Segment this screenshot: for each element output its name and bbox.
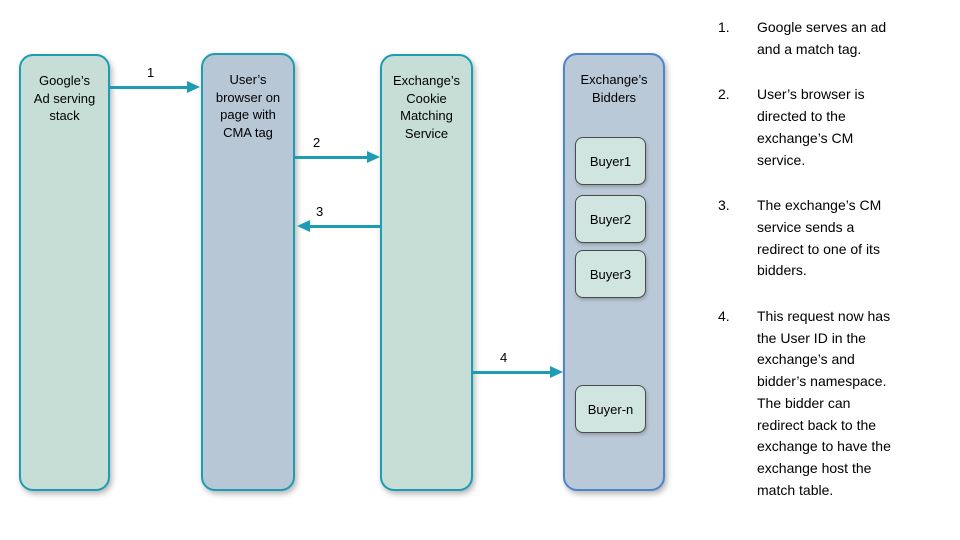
step-text: Google serves an ad and a match tag.: [757, 19, 887, 57]
flow-arrow-1: 1: [110, 65, 200, 93]
buyer-box-1: Buyer1: [575, 137, 646, 185]
step-item-2: 2. User’s browser is directed to the exc…: [718, 84, 956, 171]
flow-arrow-3: 3: [297, 204, 380, 232]
node-exchange-cm-service: Exchange’s Cookie Matching Service: [380, 54, 473, 491]
step-number: 4.: [718, 308, 730, 325]
node-user-browser: User’s browser on page with CMA tag: [201, 53, 295, 491]
buyer-box-n: Buyer-n: [575, 385, 646, 433]
arrowhead-right-icon: [550, 366, 563, 378]
arrow-label-3: 3: [316, 204, 324, 219]
step-number: 3.: [718, 197, 730, 214]
node-label: Google’s Ad serving stack: [33, 73, 96, 123]
node-label: Exchange’s Bidders: [580, 72, 648, 105]
node-label: Exchange’s Cookie Matching Service: [393, 73, 460, 141]
buyer-box-3: Buyer3: [575, 250, 646, 298]
steps-list: 1. Google serves an ad and a match tag. …: [718, 17, 956, 525]
step-number: 2.: [718, 86, 730, 103]
node-exchange-bidders: Exchange’s Bidders Buyer1 Buyer2 Buyer3 …: [563, 53, 665, 491]
step-item-3: 3. The exchange’s CM service sends a red…: [718, 195, 956, 282]
step-item-1: 1. Google serves an ad and a match tag.: [718, 17, 956, 60]
step-number: 1.: [718, 19, 730, 35]
flow-arrow-4: 4: [473, 350, 563, 378]
step-item-4: 4. This request now has the User ID in t…: [718, 306, 956, 501]
arrow-label-4: 4: [500, 350, 508, 365]
arrowhead-right-icon: [367, 151, 380, 163]
node-google-ad-serving-stack: Google’s Ad serving stack: [19, 54, 110, 491]
step-text: The exchange’s CM service sends a redire…: [757, 197, 882, 279]
node-label: User’s browser on page with CMA tag: [215, 72, 281, 140]
step-text: User’s browser is directed to the exchan…: [757, 86, 865, 168]
arrow-label-1: 1: [147, 65, 155, 80]
buyer-box-2: Buyer2: [575, 195, 646, 243]
flow-arrow-2: 2: [295, 135, 380, 163]
arrow-label-2: 2: [313, 135, 321, 150]
arrowhead-right-icon: [187, 81, 200, 93]
step-text: This request now has the User ID in the …: [757, 308, 891, 498]
arrowhead-left-icon: [297, 220, 310, 232]
